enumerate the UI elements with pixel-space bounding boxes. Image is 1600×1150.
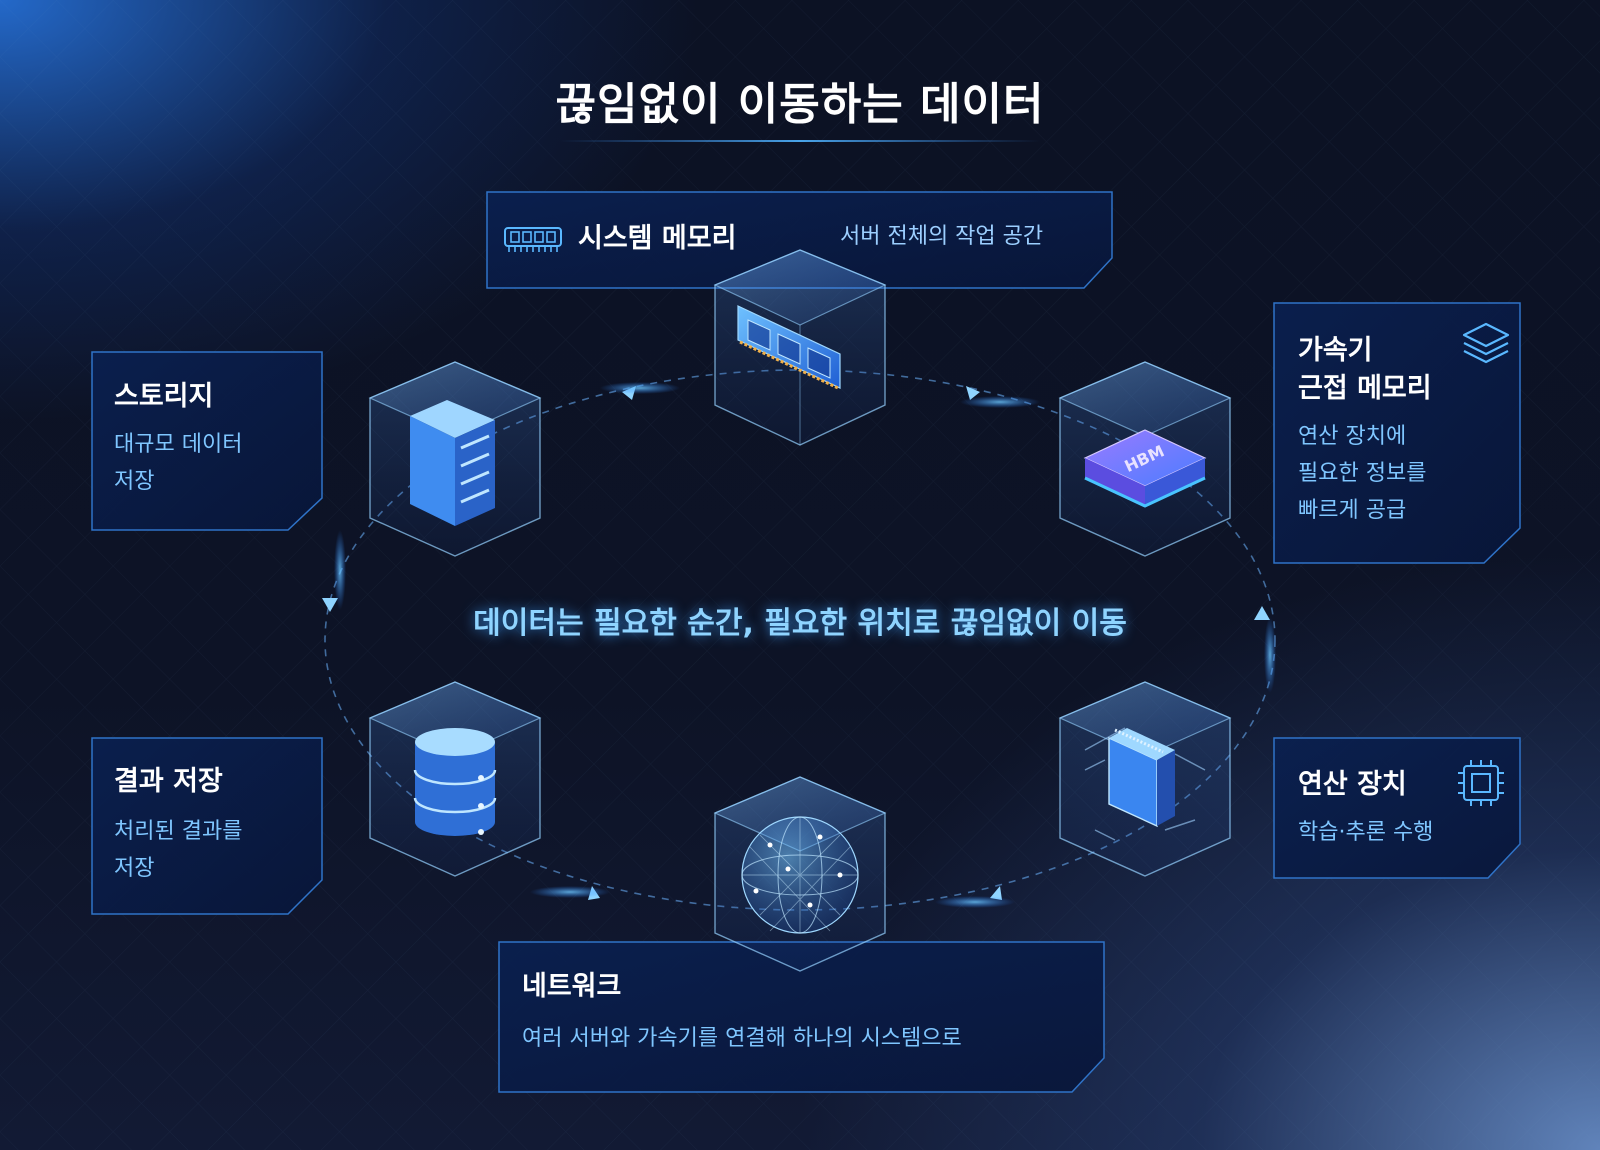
page-title: 끊임없이 이동하는 데이터 bbox=[555, 79, 1045, 130]
system-memory-text: 시스템 메모리 bbox=[578, 220, 736, 258]
cube-storage bbox=[368, 361, 542, 557]
compute-text: 연산 장치 학습·추론 수행 bbox=[1298, 766, 1433, 851]
system-memory-title: 시스템 메모리 bbox=[578, 223, 737, 254]
network-title: 네트워크 bbox=[522, 971, 622, 1002]
accelerator-memory-desc-line3: 빠르게 공급 bbox=[1298, 498, 1407, 523]
card-result-storage bbox=[91, 737, 323, 915]
system-memory-desc: 서버 전체의 작업 공간 bbox=[840, 224, 1044, 249]
network-text: 네트워크 여러 서버와 가속기를 연결해 하나의 시스템으로 bbox=[522, 968, 962, 1057]
memory-module-icon bbox=[504, 227, 562, 252]
accelerator-memory-desc-line1: 연산 장치에 bbox=[1298, 424, 1407, 449]
accelerator-memory-title-line2: 근접 메모리 bbox=[1298, 373, 1432, 404]
chip-icon bbox=[1458, 760, 1504, 806]
storage-title: 스토리지 bbox=[114, 381, 214, 412]
compute-title: 연산 장치 bbox=[1298, 769, 1407, 800]
accelerator-memory-desc-line2: 필요한 정보를 bbox=[1298, 461, 1427, 486]
network-desc: 여러 서버와 가속기를 연결해 하나의 시스템으로 bbox=[522, 1026, 962, 1051]
card-network bbox=[498, 941, 1105, 1093]
ram-stick-graphic bbox=[737, 305, 841, 390]
result-storage-title: 결과 저장 bbox=[114, 766, 223, 797]
hbm-chip-graphic: HBM bbox=[1083, 429, 1207, 508]
flow-arrows bbox=[322, 382, 1276, 908]
title-underline bbox=[560, 140, 1040, 142]
cube-result-storage bbox=[368, 681, 542, 877]
storage-desc-line1: 대규모 데이터 bbox=[114, 432, 243, 457]
globe-network-icon bbox=[741, 816, 859, 934]
result-storage-desc-line2: 저장 bbox=[114, 856, 155, 881]
card-system-memory bbox=[486, 191, 1113, 289]
result-storage-desc-line1: 처리된 결과를 bbox=[114, 819, 243, 844]
card-storage bbox=[91, 351, 323, 531]
stacked-layers-icon bbox=[1462, 322, 1510, 364]
cube-compute bbox=[1058, 681, 1232, 877]
center-message: 데이터는 필요한 순간, 필요한 위치로 끊임없이 이동 bbox=[473, 606, 1127, 641]
card-accelerator-memory bbox=[1273, 302, 1521, 564]
cube-network bbox=[713, 776, 887, 972]
database-graphic bbox=[413, 728, 497, 836]
server-rack-graphic bbox=[410, 400, 495, 526]
storage-desc-line2: 저장 bbox=[114, 469, 155, 494]
compute-desc: 학습·추론 수행 bbox=[1298, 820, 1434, 845]
cube-system-memory bbox=[713, 249, 887, 446]
accelerator-memory-title-line1: 가속기 bbox=[1298, 335, 1373, 366]
result-storage-text: 결과 저장 처리된 결과를 저장 bbox=[114, 763, 242, 887]
accelerator-memory-text: 가속기 근접 메모리 연산 장치에 필요한 정보를 빠르게 공급 bbox=[1298, 332, 1432, 529]
system-memory-desc-block: 서버 전체의 작업 공간 bbox=[840, 218, 1043, 255]
processor-graphic bbox=[1084, 727, 1206, 841]
cube-accelerator-memory: HBM bbox=[1058, 361, 1232, 557]
storage-text: 스토리지 대규모 데이터 저장 bbox=[114, 378, 242, 500]
